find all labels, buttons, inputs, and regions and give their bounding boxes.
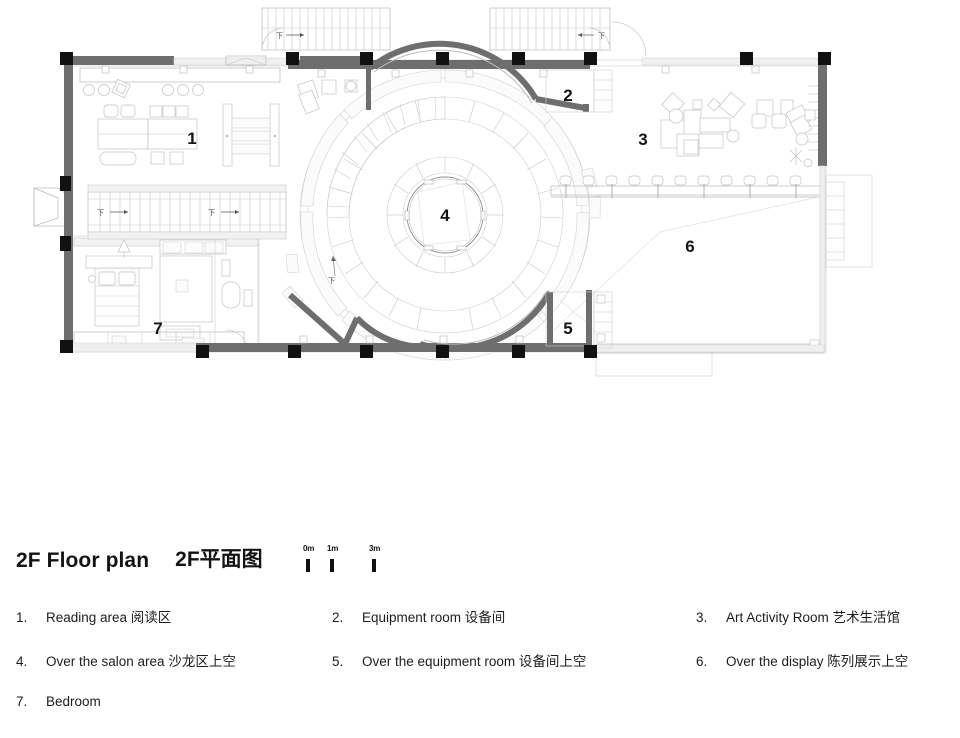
plan-title: 2F Floor plan 2F平面图 bbox=[16, 543, 263, 573]
svg-text:下: 下 bbox=[97, 209, 104, 217]
svg-text:下: 下 bbox=[598, 32, 605, 40]
legend-item-3: 3. Art Activity Room 艺术生活馆 bbox=[696, 606, 960, 626]
legend-label-4: Over the salon area 沙龙区上空 bbox=[46, 654, 236, 669]
scale-label-1m: 1m bbox=[327, 544, 339, 553]
legend-label-1: Reading area 阅读区 bbox=[46, 610, 172, 625]
scale-bar: 0m 1m 3m bbox=[303, 544, 393, 572]
scale-tick-0m bbox=[306, 559, 310, 572]
curved-wall-inner-trim bbox=[373, 49, 547, 345]
railing-row bbox=[550, 175, 824, 198]
legend-number-1: 1. bbox=[16, 610, 28, 625]
room-number-labels: 1 2 3 4 5 6 7 bbox=[153, 86, 694, 338]
balcony-right bbox=[825, 174, 873, 268]
stair-block-top-right: 下 bbox=[489, 7, 611, 51]
legend-item-7: 7. Bedroom bbox=[0, 694, 332, 709]
room-art-activity bbox=[660, 85, 820, 168]
legend: 1. Reading area 阅读区 2. Equipment room 设备… bbox=[0, 606, 960, 738]
room-reading-area bbox=[79, 67, 281, 167]
svg-text:下: 下 bbox=[276, 32, 283, 40]
legend-number-7: 7. bbox=[16, 694, 28, 709]
wall-openings bbox=[101, 65, 760, 344]
room-label-2: 2 bbox=[563, 86, 572, 105]
legend-item-2: 2. Equipment room 设备间 bbox=[332, 606, 696, 626]
legend-label-2: Equipment room 设备间 bbox=[362, 610, 506, 625]
legend-label-6: Over the display 陈列展示上空 bbox=[726, 654, 909, 669]
legend-label-7: Bedroom bbox=[46, 694, 101, 709]
door-arcs-top bbox=[261, 21, 647, 57]
room-label-6: 6 bbox=[685, 237, 694, 256]
plan-title-english: 2F Floor plan bbox=[16, 549, 150, 572]
legend-label-5: Over the equipment room 设备间上空 bbox=[362, 654, 587, 669]
scale-label-3m: 3m bbox=[369, 544, 381, 553]
legend-label-3: Art Activity Room 艺术生活馆 bbox=[726, 610, 901, 625]
stair-run-left: 下 下 bbox=[87, 191, 287, 233]
scale-tick-3m bbox=[372, 559, 376, 572]
balcony-bottom bbox=[595, 351, 713, 377]
room-label-5: 5 bbox=[563, 319, 572, 338]
structural-columns bbox=[60, 52, 831, 358]
room-bedroom bbox=[67, 235, 260, 353]
legend-row: 4. Over the salon area 沙龙区上空 5. Over the… bbox=[0, 650, 960, 694]
svg-text:下: 下 bbox=[328, 277, 335, 285]
room-label-1: 1 bbox=[187, 129, 196, 148]
legend-item-6: 6. Over the display 陈列展示上空 bbox=[696, 650, 960, 670]
legend-number-3: 3. bbox=[696, 610, 708, 625]
legend-row: 7. Bedroom bbox=[0, 694, 960, 738]
void-sightlines bbox=[553, 195, 824, 331]
legend-item-4: 4. Over the salon area 沙龙区上空 bbox=[0, 650, 332, 670]
plan-title-chinese: 2F平面图 bbox=[175, 548, 263, 571]
upper-left-of-spiral bbox=[298, 89, 320, 115]
legend-number-6: 6. bbox=[696, 654, 708, 669]
room-label-4: 4 bbox=[440, 206, 450, 225]
legend-number-4: 4. bbox=[16, 654, 28, 669]
legend-item-1: 1. Reading area 阅读区 bbox=[0, 606, 332, 626]
legend-row: 1. Reading area 阅读区 2. Equipment room 设备… bbox=[0, 606, 960, 650]
small-room-outlines bbox=[545, 69, 613, 349]
landing-hatch bbox=[87, 184, 287, 240]
legend-number-2: 2. bbox=[332, 610, 344, 625]
floor-plan-drawing: 下 下 bbox=[33, 7, 873, 377]
top-left-wall-furniture bbox=[225, 55, 267, 66]
stair-block-top-left: 下 bbox=[261, 7, 391, 51]
scale-label-0m: 0m bbox=[303, 544, 315, 553]
room-label-3: 3 bbox=[638, 130, 647, 149]
svg-text:下: 下 bbox=[208, 209, 215, 217]
scale-tick-1m bbox=[330, 559, 334, 572]
legend-number-5: 5. bbox=[332, 654, 344, 669]
room-label-7: 7 bbox=[153, 319, 162, 338]
legend-item-5: 5. Over the equipment room 设备间上空 bbox=[332, 650, 696, 670]
